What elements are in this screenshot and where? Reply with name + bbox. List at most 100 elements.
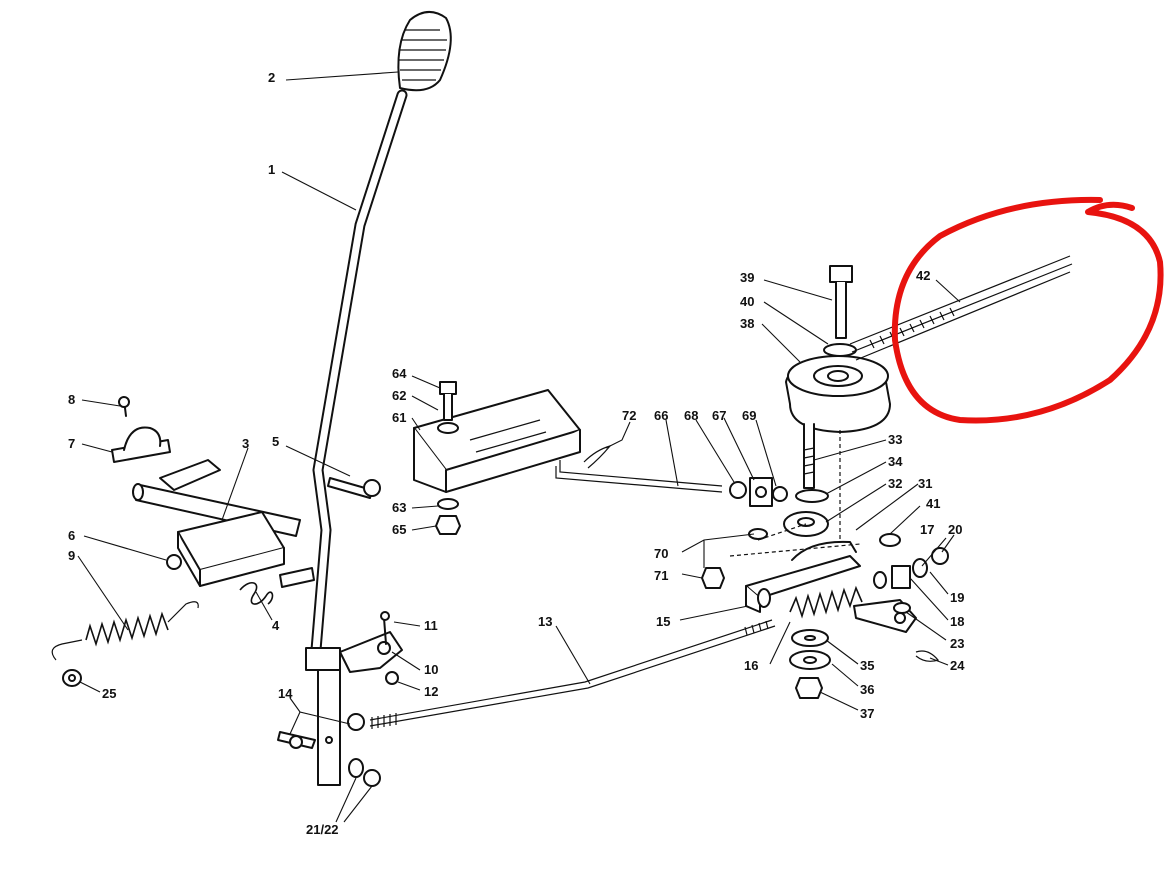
callout-20: 20 [948, 522, 962, 537]
callout-35: 35 [860, 658, 874, 673]
washer-34 [795, 489, 829, 503]
washer-35 [791, 629, 829, 647]
callout-14: 14 [278, 686, 293, 701]
spring-4 [239, 582, 274, 605]
washer-25 [62, 669, 82, 687]
callout-72: 72 [622, 408, 636, 423]
clamp-7 [111, 426, 171, 463]
callout-66: 66 [654, 408, 668, 423]
lever-mount-block [305, 647, 341, 786]
callout-18: 18 [950, 614, 964, 629]
callout-16: 16 [744, 658, 758, 673]
callout-7: 7 [68, 436, 75, 451]
callout-3: 3 [242, 436, 249, 451]
pivot-bolt-14 [277, 731, 316, 749]
callout-5: 5 [272, 434, 279, 449]
angle-bracket-61 [413, 389, 581, 493]
washer-21 [348, 758, 364, 778]
callout-15: 15 [656, 614, 670, 629]
callout-67: 67 [712, 408, 726, 423]
nut-69 [772, 486, 788, 502]
washer-63 [437, 498, 459, 510]
pivot-bolt-5 [327, 477, 381, 499]
washer-70 [748, 528, 768, 540]
callout-17: 17 [920, 522, 934, 537]
idler-arm [745, 540, 861, 613]
control-rod-66 [555, 460, 723, 493]
washer-18 [873, 571, 887, 589]
screw-8 [118, 396, 130, 417]
nut-20 [931, 547, 949, 565]
screw-11 [380, 611, 390, 645]
callout-37: 37 [860, 706, 874, 721]
washer-23 [893, 602, 911, 614]
washer-41 [879, 533, 901, 547]
callout-64: 64 [392, 366, 407, 381]
callout-71: 71 [654, 568, 668, 583]
callout-62: 62 [392, 388, 406, 403]
callout-31: 31 [918, 476, 932, 491]
callout-labels: 1 2 3 4 5 6 7 8 9 10 11 12 13 14 15 16 1… [68, 70, 965, 837]
callout-23: 23 [950, 636, 964, 651]
callout-2: 2 [268, 70, 275, 85]
red-annotation-circle [891, 196, 1164, 424]
bushing-17 [891, 565, 911, 589]
callout-32: 32 [888, 476, 902, 491]
callout-65: 65 [392, 522, 406, 537]
sleeve-spacer [279, 567, 315, 588]
leader-lines [77, 71, 961, 823]
drive-belt-42 [849, 255, 1073, 361]
clip-72 [583, 444, 612, 469]
callout-36: 36 [860, 682, 874, 697]
link-rod [369, 619, 776, 729]
washer-19 [912, 558, 928, 578]
nut-68 [729, 481, 747, 499]
callout-33: 33 [888, 432, 902, 447]
washer-36 [789, 650, 831, 670]
callout-1: 1 [268, 162, 275, 177]
callout-24: 24 [950, 658, 965, 673]
callout-70: 70 [654, 546, 668, 561]
callout-68: 68 [684, 408, 698, 423]
nut-6 [166, 554, 182, 570]
callout-40: 40 [740, 294, 754, 309]
callout-8: 8 [68, 392, 75, 407]
nut-65 [435, 515, 461, 535]
callout-11: 11 [424, 618, 438, 633]
callout-63: 63 [392, 500, 406, 515]
bolt-64 [439, 381, 457, 421]
callout-25: 25 [102, 686, 116, 701]
pin-24 [915, 650, 940, 662]
callout-39: 39 [740, 270, 754, 285]
callout-6: 6 [68, 528, 75, 543]
shift-lever [310, 89, 408, 656]
callout-13: 13 [538, 614, 552, 629]
callout-12: 12 [424, 684, 438, 699]
callout-41: 41 [926, 496, 940, 511]
swivel-67 [749, 477, 773, 507]
callout-34: 34 [888, 454, 903, 469]
center-lines [729, 430, 861, 557]
nut-71 [701, 567, 725, 589]
callout-42: 42 [916, 268, 930, 283]
lever-knob [397, 11, 452, 92]
spring-9 [51, 601, 199, 661]
washer-62 [437, 422, 459, 434]
nut-22 [363, 769, 381, 787]
nut-12 [385, 671, 399, 685]
callout-69: 69 [742, 408, 756, 423]
washer-40 [823, 343, 857, 357]
bolt-39 [829, 265, 853, 339]
callout-38: 38 [740, 316, 754, 331]
nut-37 [795, 677, 823, 699]
callout-61: 61 [392, 410, 406, 425]
callout-10: 10 [424, 662, 438, 677]
idler-pulley-38 [785, 355, 891, 433]
spring-16 [789, 585, 863, 619]
callout-21-22: 21/22 [306, 822, 339, 837]
callout-9: 9 [68, 548, 75, 563]
pivot-bracket [159, 459, 285, 587]
callout-19: 19 [950, 590, 964, 605]
nut-14 [347, 713, 365, 731]
